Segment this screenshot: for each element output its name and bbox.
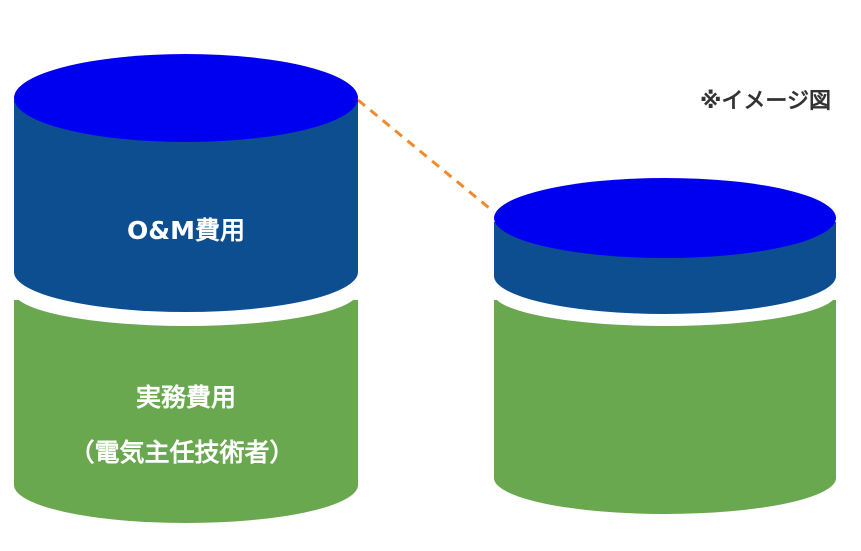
practical-cost-label: 実務費用 xyxy=(136,383,236,412)
dashed-connector-line xyxy=(357,98,495,214)
left-cylinder xyxy=(14,54,358,523)
left-cylinder-green-segment xyxy=(14,300,358,523)
note-label: ※イメージ図 xyxy=(700,89,831,114)
right-cylinder-green-segment xyxy=(494,300,836,514)
right-cylinder xyxy=(494,178,836,514)
om-cost-label: O&M費用 xyxy=(127,216,245,245)
left-cylinder-top-cap xyxy=(14,54,358,142)
left-cylinder-navy-segment xyxy=(14,100,358,312)
right-cylinder-top-cap xyxy=(494,178,836,258)
chief-engineer-label: （電気主任技術者） xyxy=(69,438,294,467)
